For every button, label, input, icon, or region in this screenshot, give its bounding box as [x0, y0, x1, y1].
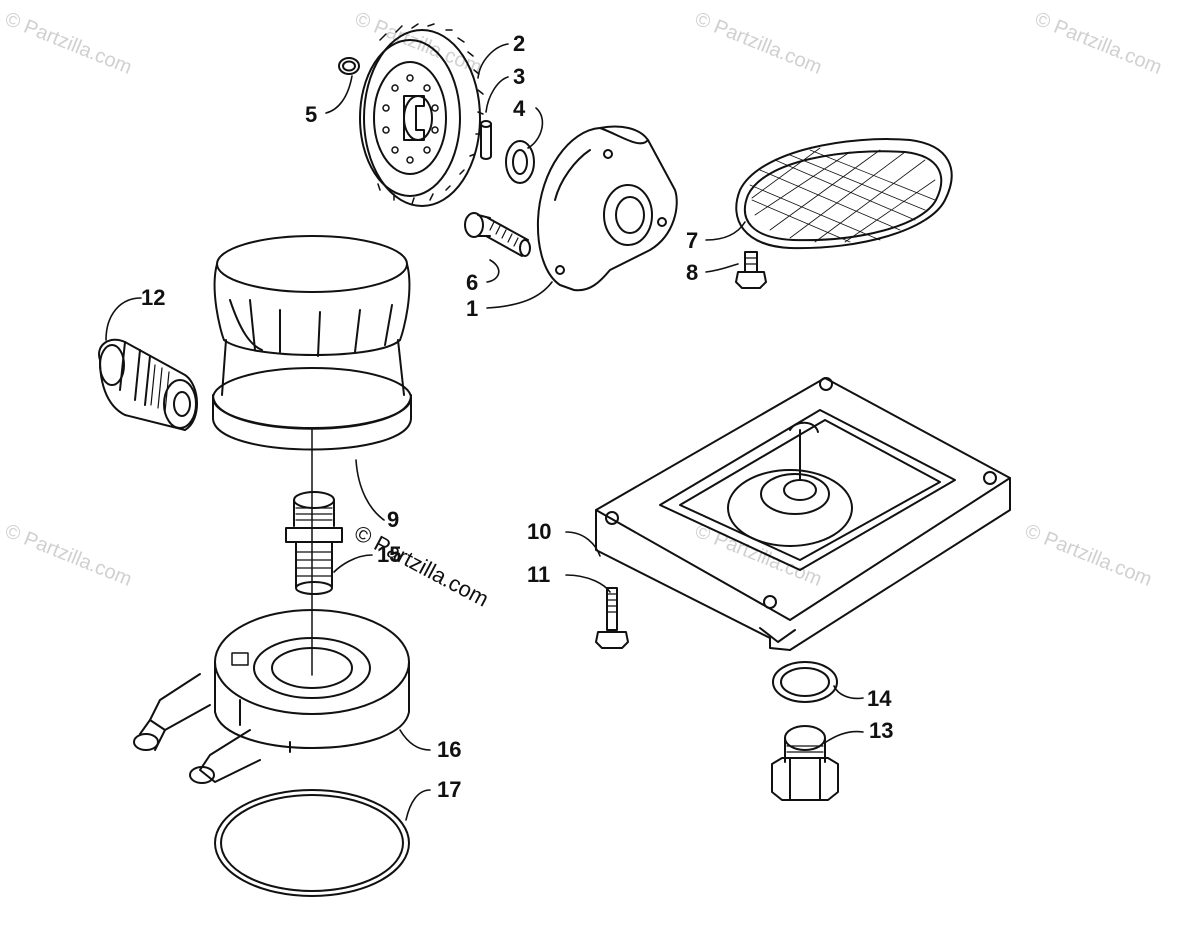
bolt-part: [464, 212, 531, 257]
callout-16: 16: [437, 737, 462, 762]
leader-lines: [105, 43, 864, 821]
dowel-pin-part: [480, 120, 492, 160]
oil-filter-part: [212, 235, 412, 451]
washer-part: [505, 140, 535, 184]
sprocket-part: [359, 23, 484, 207]
pressure-switch-part: [98, 338, 198, 431]
flange-bolt-part: [735, 251, 767, 289]
callout-13: 13: [869, 718, 894, 743]
callout-8: 8: [686, 260, 699, 285]
callout-6: 6: [466, 270, 479, 295]
snap-ring-part: [338, 57, 360, 75]
callout-11: 11: [527, 562, 551, 587]
callout-10: 10: [527, 519, 552, 544]
callout-12: 12: [141, 285, 166, 310]
callout-15: 15: [377, 542, 402, 567]
callout-3: 3: [513, 64, 526, 89]
oil-pan-part: [595, 377, 1011, 651]
oil-strainer-part: [735, 138, 953, 250]
callout-7: 7: [686, 228, 699, 253]
callout-17: 17: [437, 777, 462, 802]
pan-bolt-part: [595, 587, 629, 649]
oil-pump-part: [536, 125, 678, 292]
callout-2: 2: [513, 31, 526, 56]
callout-1: 1: [466, 296, 479, 321]
callout-5: 5: [305, 102, 318, 127]
gasket-washer-part: [772, 661, 838, 703]
union-fitting-part: [285, 491, 343, 595]
oil-cooler-adapter-part: [133, 609, 410, 784]
drain-plug-part: [771, 725, 839, 801]
callout-4: 4: [513, 96, 526, 121]
callout-14: 14: [867, 686, 892, 711]
callout-9: 9: [387, 507, 400, 532]
o-ring-part: [214, 789, 410, 897]
